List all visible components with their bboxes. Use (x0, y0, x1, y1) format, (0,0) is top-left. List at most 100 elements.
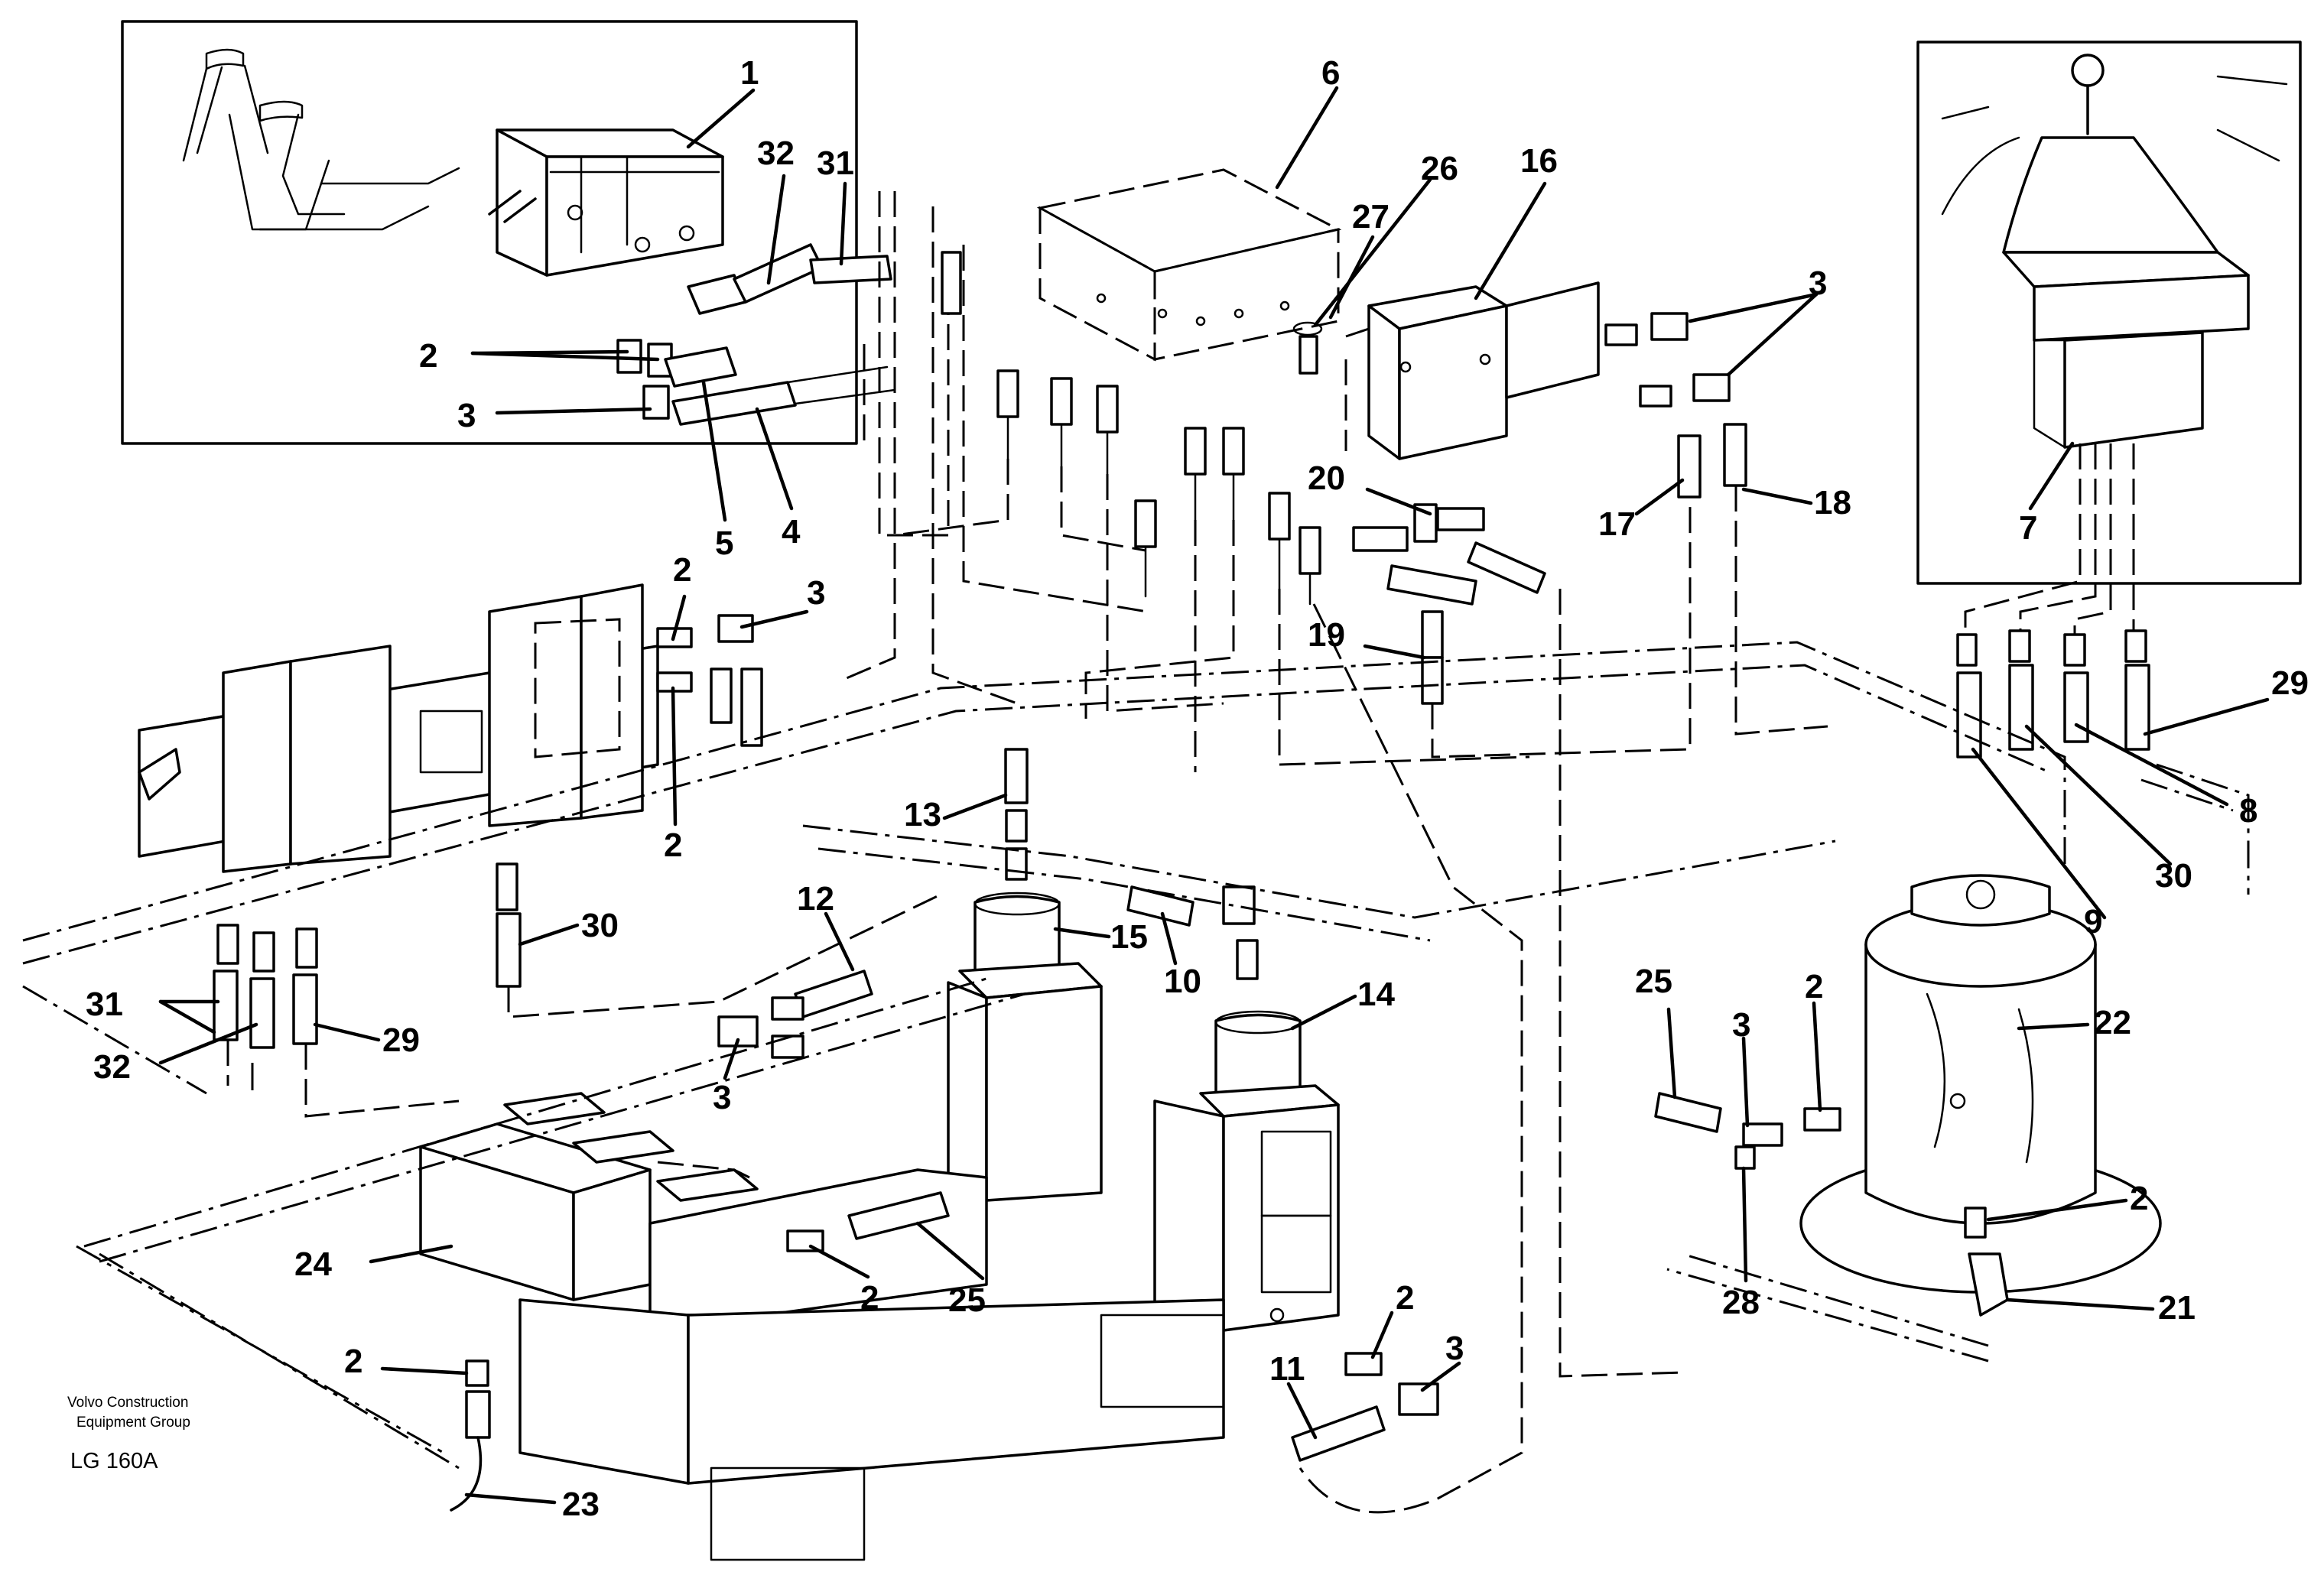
fitting-lever-3 (2063, 633, 2086, 667)
block16-left (1367, 304, 1401, 460)
lever-valve-body (2063, 331, 2204, 449)
fitting-lever-1 (1956, 633, 1978, 667)
fitting-a (941, 251, 962, 315)
lever-valve-side (2033, 339, 2066, 449)
tee-10 (1222, 885, 1256, 925)
block24-cap-3 (656, 1168, 759, 1202)
block6-fittings (941, 251, 1323, 606)
items-10-12-13 (717, 748, 1259, 1059)
hose-32 (733, 243, 824, 304)
frame-side (518, 1298, 690, 1485)
frame-rib (1100, 1314, 1225, 1408)
line-s (657, 1161, 750, 1179)
valve-15 (947, 892, 1103, 1202)
swivel-side-port (1949, 1093, 1966, 1109)
callout-20: 20 (1308, 460, 1345, 497)
hose-30-right (2008, 664, 2034, 751)
line-g (1084, 520, 1235, 719)
callout-30-left: 30 (581, 907, 619, 944)
pedal-valve (182, 48, 724, 277)
valve-14-coil-b (1260, 1214, 1332, 1294)
hose-11 (1291, 1405, 1386, 1462)
fitting-30-left (496, 862, 518, 911)
leader-3 (495, 407, 652, 415)
hose-25-lower (847, 1191, 950, 1240)
leader-25-low (915, 1221, 985, 1281)
callout-14: 14 (1357, 976, 1395, 1013)
callout-32-top: 32 (757, 135, 795, 172)
hose-5 (664, 346, 737, 388)
leader-2-main-low (671, 686, 678, 827)
block16-cylinder (1505, 281, 1600, 399)
block-24 (419, 1092, 759, 1301)
callout-11: 11 (1269, 1350, 1305, 1388)
leader-24 (369, 1244, 453, 1264)
hose-17 (1677, 434, 1702, 499)
fitting-29-top (295, 927, 318, 969)
callout-31-left: 31 (86, 986, 123, 1023)
leader-2-low (808, 1244, 870, 1279)
callout-13: 13 (904, 796, 941, 833)
adapter-2-lowright (1344, 1352, 1383, 1376)
fitting-13b (1005, 847, 1028, 881)
lever-inset-frame (1916, 41, 2302, 585)
callout-2-low: 2 (860, 1279, 879, 1317)
lever-boot (2002, 136, 2219, 254)
hose-32-left (249, 977, 275, 1049)
callout-3-main: 3 (807, 574, 825, 612)
leader-3-mid (723, 1038, 740, 1080)
line-c (931, 206, 1018, 705)
leader-15 (1053, 927, 1111, 939)
leader-2b (470, 351, 660, 362)
callout-12: 12 (797, 880, 834, 918)
block24-cap-2 (572, 1130, 674, 1164)
valve-port-3 (678, 225, 695, 242)
hose-20b (1386, 564, 1477, 606)
line-v (304, 1044, 460, 1118)
pedal-right (258, 100, 304, 122)
valve-15-front (985, 985, 1103, 1202)
callout-22: 22 (2094, 1004, 2131, 1041)
line-f (1060, 466, 1146, 552)
pedal-inset-frame (121, 20, 858, 445)
leader-18 (1741, 487, 1813, 505)
hose-8 (2063, 671, 2089, 743)
valve-port-2 (634, 236, 651, 253)
leader-2-bottom (380, 1366, 469, 1376)
callout-2-main-top: 2 (673, 551, 691, 589)
block16-front (1398, 304, 1508, 460)
swivel-22 (1799, 874, 2162, 1294)
elbow-lower (1692, 373, 1731, 402)
solenoid-plug (138, 748, 181, 801)
adapter-upper (1604, 323, 1638, 346)
fitting-2-bottom (465, 1359, 489, 1387)
adapter-lower (1639, 385, 1672, 408)
pedal-linkage (182, 64, 346, 231)
frame-front (687, 1298, 1225, 1485)
swivel-center-port (1965, 879, 1996, 910)
hose-25-right (1654, 1092, 1722, 1133)
solenoid-14-top (1214, 1010, 1302, 1034)
leader-2-main-top (671, 594, 687, 641)
block16-hidden (1344, 327, 1370, 451)
valve-14-front (1222, 1103, 1340, 1332)
block6-port (1157, 308, 1168, 319)
callout-31-top: 31 (817, 145, 854, 182)
leader-7 (2028, 441, 2075, 511)
callout-2-main-low: 2 (664, 827, 682, 864)
hydraulic-lines (226, 191, 2135, 1514)
hose-21 (1968, 1252, 2009, 1317)
hose-13 (1004, 748, 1029, 804)
leader-3-right (1741, 1036, 1750, 1128)
block6-port (1195, 316, 1206, 326)
callout-8: 8 (2239, 792, 2257, 830)
return-e (802, 824, 1836, 942)
hose-18 (1723, 423, 1747, 487)
hose-20a (1352, 526, 1409, 552)
fitting-d (1096, 385, 1119, 434)
switch-26 (1299, 335, 1318, 375)
solenoid-15-top (973, 892, 1061, 916)
block-16 (1344, 281, 1600, 460)
frame-port (1269, 1307, 1285, 1323)
callout-28: 28 (1722, 1284, 1760, 1321)
